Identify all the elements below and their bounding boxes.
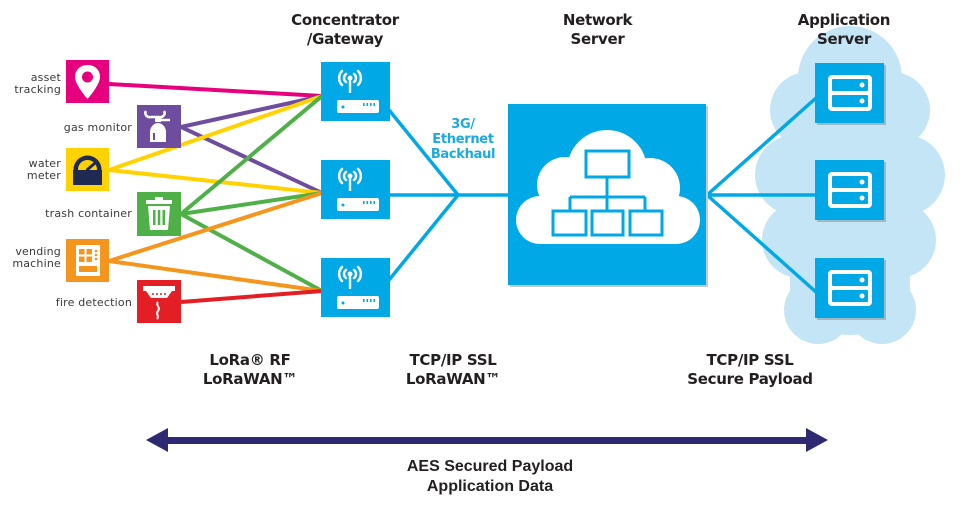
app-link-1 xyxy=(705,96,818,197)
backhaul-line1: 3G/ xyxy=(451,117,475,132)
link-gas-monitor-gw1 xyxy=(180,94,323,129)
protocol-line: LoRaWAN™ xyxy=(202,370,298,388)
backhaul-links xyxy=(387,108,510,282)
device-label-asset-tracking: asset tracking xyxy=(0,72,61,96)
link-trash-container-gw3 xyxy=(180,212,323,293)
label-line: fire detection xyxy=(55,296,132,309)
device-gas-monitor[interactable] xyxy=(137,105,181,148)
network-server-heading: Network Server xyxy=(535,11,660,49)
aes-line2: Application Data xyxy=(426,478,554,495)
network-heading-line1: Network xyxy=(562,11,633,29)
app-server-links xyxy=(705,96,818,294)
map-pin-icon xyxy=(75,65,100,99)
gateway-3[interactable] xyxy=(321,258,390,317)
application-heading-line1: Application xyxy=(797,11,891,29)
gateway-group xyxy=(321,62,390,317)
link-vending-machine-gw2 xyxy=(108,191,323,263)
app-link-3 xyxy=(705,193,818,294)
protocol-line: Secure Payload xyxy=(687,370,813,388)
label-line: trash container xyxy=(45,207,132,220)
gateway-heading-line2: /Gateway xyxy=(306,30,384,48)
aes-line1: AES Secured Payload xyxy=(406,458,574,475)
application-server-1[interactable] xyxy=(815,63,886,125)
server-icon xyxy=(828,270,872,306)
label-line: machine xyxy=(12,257,61,270)
gateway-1[interactable] xyxy=(321,62,390,121)
cloud-network-icon xyxy=(516,130,700,244)
gateway-heading: Concentrator /Gateway xyxy=(270,11,420,49)
backhaul-line3: Backhaul xyxy=(430,147,496,162)
application-server-3[interactable] xyxy=(815,258,886,320)
protocol-app-label: TCP/IP SSL Secure Payload xyxy=(670,351,830,389)
trash-can-icon xyxy=(146,197,172,230)
wireless-router-icon xyxy=(337,265,379,309)
end-to-end-arrow xyxy=(146,428,828,452)
protocol-line: LoRaWAN™ xyxy=(405,370,501,388)
smoke-detector-icon xyxy=(143,286,175,320)
app-server-group xyxy=(815,63,886,320)
label-line: vending xyxy=(15,245,61,258)
wireless-router-icon xyxy=(337,69,379,113)
backhaul-label: 3G/ Ethernet Backhaul xyxy=(418,117,508,162)
link-asset-tracking-gw1 xyxy=(108,82,323,98)
device-label-gas-monitor: gas monitor xyxy=(20,122,132,134)
backhaul-link-gw3 xyxy=(387,193,460,282)
label-line: meter xyxy=(26,169,61,182)
device-label-fire-detection: fire detection xyxy=(10,297,132,309)
gateway-heading-line1: Concentrator xyxy=(291,11,399,29)
device-label-water-meter: water meter xyxy=(0,158,61,182)
device-asset-tracking[interactable] xyxy=(66,60,109,103)
label-line: gas monitor xyxy=(63,121,132,134)
vending-machine-icon xyxy=(76,245,100,276)
device-vending-machine[interactable] xyxy=(66,239,109,282)
network-server-box[interactable] xyxy=(508,104,708,287)
device-gateway-links xyxy=(108,82,324,304)
end-to-end-label: AES Secured Payload Application Data xyxy=(380,457,600,497)
device-label-trash-container: trash container xyxy=(10,208,132,220)
server-icon xyxy=(828,172,872,208)
label-line: water xyxy=(28,157,61,170)
protocol-rf-label: LoRa® RF LoRaWAN™ xyxy=(170,351,330,389)
link-fire-detection-gw3 xyxy=(180,289,323,304)
device-label-vending-machine: vending machine xyxy=(0,246,61,270)
protocol-line: TCP/IP SSL xyxy=(409,351,497,369)
device-fire-detection[interactable] xyxy=(137,280,181,323)
network-heading-line2: Server xyxy=(570,30,625,48)
backhaul-link-gw1 xyxy=(387,108,460,197)
gas-canister-icon xyxy=(144,110,170,142)
server-icon xyxy=(828,75,872,111)
link-vending-machine-gw3 xyxy=(108,259,323,293)
wireless-router-icon xyxy=(337,167,379,211)
link-trash-container-gw1 xyxy=(179,94,324,216)
label-line: tracking xyxy=(14,83,61,96)
device-water-meter[interactable] xyxy=(66,148,109,191)
backhaul-line2: Ethernet xyxy=(432,132,494,147)
link-water-meter-gw2 xyxy=(108,168,323,195)
protocol-line: LoRa® RF xyxy=(209,351,291,369)
protocol-backhaul-label: TCP/IP SSL LoRaWAN™ xyxy=(373,351,533,389)
gateway-2[interactable] xyxy=(321,160,390,219)
link-trash-container-gw2 xyxy=(180,191,323,216)
gauge-icon xyxy=(73,155,102,185)
application-heading-line2: Server xyxy=(817,30,871,48)
application-server-heading: Application Server xyxy=(780,11,908,49)
protocol-line: TCP/IP SSL xyxy=(706,351,794,369)
device-trash-container[interactable] xyxy=(137,192,181,236)
link-water-meter-gw1 xyxy=(108,94,323,172)
application-server-2[interactable] xyxy=(815,160,886,222)
label-line: asset xyxy=(30,71,61,84)
